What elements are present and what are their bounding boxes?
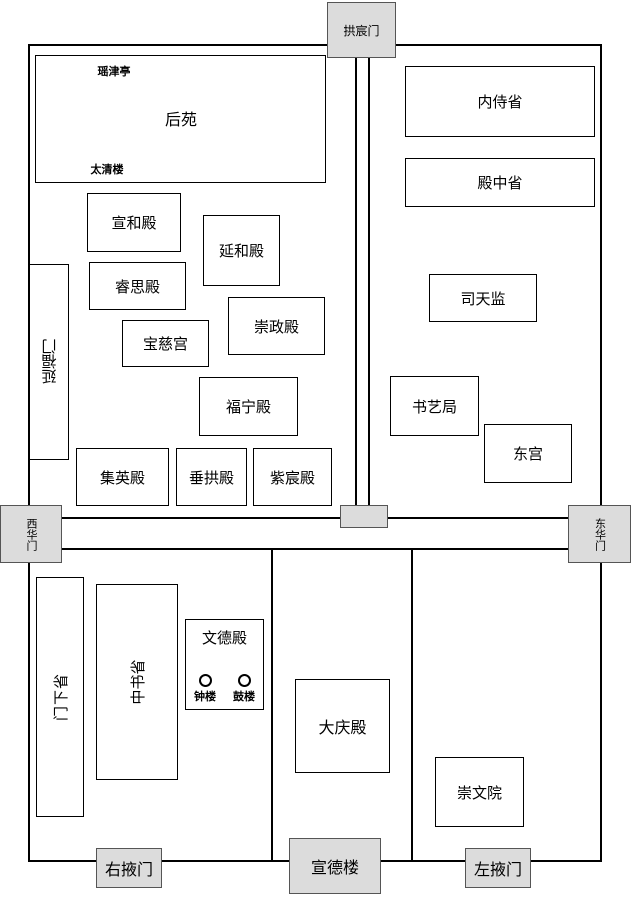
chongwen-label: 崇文院: [456, 783, 502, 802]
hall-label: 宝慈宫: [142, 335, 188, 353]
hall-jiying[interactable]: 集英殿: [76, 448, 169, 506]
south-center-gate-label: 宣德楼: [310, 858, 359, 877]
hall-label: 福宁殿: [225, 398, 271, 416]
office-sitian[interactable]: 司天监: [429, 274, 537, 322]
south-divider-left: [271, 549, 273, 862]
yanfu-gate-label: 延福门: [40, 339, 59, 385]
hall-ruisi[interactable]: 睿思殿: [89, 262, 186, 310]
west-gate-label: 西华门: [25, 517, 38, 551]
office-label: 殿中省: [477, 174, 523, 192]
north-gate-label: 拱宸门: [343, 23, 380, 38]
drum-tower-label: 鼓楼: [233, 690, 255, 703]
yanfu-gate[interactable]: 延福门: [29, 264, 69, 460]
garden-tower-label: 太清楼: [90, 163, 124, 176]
road-top-line: [28, 517, 602, 519]
daqing-hall[interactable]: 大庆殿: [295, 679, 390, 773]
hall-yanhe[interactable]: 延和殿: [203, 215, 280, 286]
hall-label: 集英殿: [99, 468, 145, 487]
hall-label: 垂拱殿: [188, 468, 234, 487]
rear-garden[interactable]: 瑶津亭 后苑 太清楼: [35, 55, 326, 183]
south-divider-right: [411, 549, 413, 862]
office-shuyi[interactable]: 书艺局: [390, 376, 479, 436]
office-label: 司天监: [460, 289, 506, 308]
hall-baoci[interactable]: 宝慈宫: [122, 320, 209, 367]
office-dianzhong[interactable]: 殿中省: [405, 158, 595, 207]
south-right-gate-label: 左掖门: [473, 860, 522, 879]
hall-label: 睿思殿: [114, 277, 160, 296]
south-center-gate[interactable]: 宣德楼: [289, 838, 381, 894]
south-left-gate-label: 右掖门: [104, 860, 153, 879]
south-right-gate[interactable]: 左掖门: [465, 848, 531, 888]
hall-label: 延和殿: [218, 242, 264, 260]
garden-label: 后苑: [164, 110, 197, 129]
vroad-left-line: [355, 44, 357, 518]
road-junction-marker: [340, 505, 388, 528]
east-gate-label: 东华门: [593, 517, 607, 551]
hall-chongzheng[interactable]: 崇政殿: [228, 297, 325, 355]
hall-zichen[interactable]: 紫宸殿: [253, 448, 332, 506]
office-label: 书艺局: [411, 397, 457, 416]
office-donggong[interactable]: 东宫: [484, 424, 572, 483]
north-gate[interactable]: 拱宸门: [327, 2, 396, 58]
road-bottom-line: [28, 548, 602, 550]
menxia-sheng[interactable]: 门下省: [36, 577, 84, 817]
wende-label: 文德殿: [201, 628, 247, 647]
zhongshu-sheng[interactable]: 中书省: [96, 584, 178, 780]
chongwen-yuan[interactable]: 崇文院: [435, 757, 524, 827]
office-neishi[interactable]: 内侍省: [405, 66, 595, 137]
office-label: 东宫: [512, 445, 543, 463]
east-gate[interactable]: 东华门: [568, 505, 631, 563]
hall-xuanhe[interactable]: 宣和殿: [87, 193, 181, 252]
vroad-right-line: [368, 44, 370, 518]
bell-tower-icon: [199, 674, 212, 687]
hall-chuigong[interactable]: 垂拱殿: [176, 448, 247, 506]
bell-tower-label: 钟楼: [194, 690, 216, 703]
daqing-label: 大庆殿: [318, 718, 367, 737]
drum-tower-icon: [238, 674, 251, 687]
west-gate[interactable]: 西华门: [0, 505, 62, 563]
office-label: 内侍省: [477, 93, 523, 111]
hall-funing[interactable]: 福宁殿: [199, 377, 298, 436]
zhongshu-label: 中书省: [128, 659, 147, 705]
wende-hall[interactable]: 文德殿 钟楼 鼓楼: [185, 619, 264, 710]
hall-label: 宣和殿: [111, 214, 157, 232]
garden-pavilion-label: 瑶津亭: [97, 65, 131, 78]
hall-label: 紫宸殿: [269, 468, 315, 487]
hall-label: 崇政殿: [253, 317, 299, 336]
south-left-gate[interactable]: 右掖门: [96, 848, 162, 888]
